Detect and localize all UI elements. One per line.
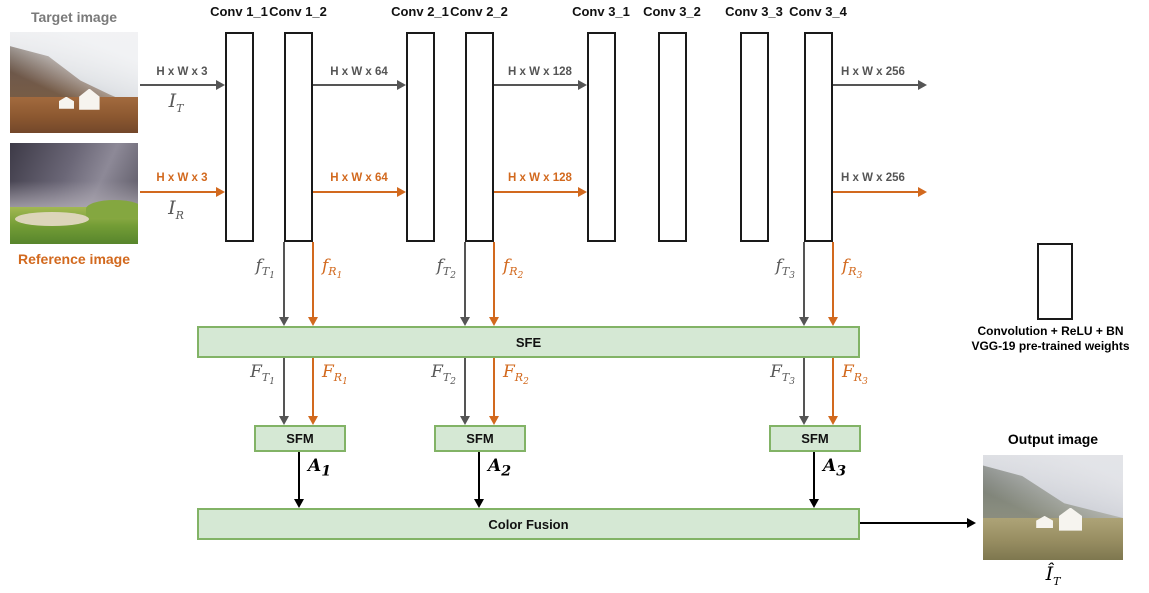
conv-3-1-box <box>587 32 616 242</box>
sfm-label-3: SFM <box>801 431 829 446</box>
arrow-A3-to-fusion <box>809 452 819 508</box>
feature-label-fT1: fT1 <box>255 256 275 282</box>
conv-2-1-label: Conv 2_1 <box>391 4 449 19</box>
sfm-block-3: SFM <box>769 425 861 452</box>
target-moorland <box>10 96 138 133</box>
sfm-label-2: SFM <box>466 431 494 446</box>
arrow-fR3-to-sfe <box>828 242 838 326</box>
target-image-photo <box>10 32 138 133</box>
arrow-FT3-to-sfm <box>799 358 809 425</box>
conv-3-3-label: Conv 3_3 <box>725 4 783 19</box>
target-small-cottage <box>58 96 74 109</box>
conv-1-2-label: Conv 1_2 <box>269 4 327 19</box>
attention-label-A2: A2 <box>488 456 512 480</box>
arrow-FR2-to-sfm <box>489 358 499 425</box>
color-fusion-block: Color Fusion <box>197 508 860 540</box>
feature-label-FT3: FT3 <box>770 362 795 388</box>
arrow-FR1-to-sfm <box>308 358 318 425</box>
feature-label-fT2: fT2 <box>436 256 456 282</box>
arrow-target-conv3-out <box>833 80 927 90</box>
feature-label-FR2: FR2 <box>503 362 529 388</box>
conv-2-2-label: Conv 2_2 <box>450 4 508 19</box>
arrow-FR3-to-sfm <box>828 358 838 425</box>
feature-label-FR1: FR1 <box>322 362 348 388</box>
arrow-FT2-to-sfm <box>460 358 470 425</box>
attention-label-A3: A3 <box>823 456 847 480</box>
output-image-photo <box>983 455 1123 560</box>
dim-target-hxwx3: H x W x 3 <box>156 66 208 78</box>
output-symbol-IThat: ÎT <box>1045 563 1061 588</box>
arrow-A1-to-fusion <box>294 452 304 508</box>
output-small-cottage <box>1036 515 1053 529</box>
legend-conv-box <box>1037 243 1073 320</box>
legend-line-1: Convolution + ReLU + BN <box>977 324 1124 338</box>
conv-3-3-box <box>740 32 769 242</box>
arrow-target-input <box>140 80 225 90</box>
arrow-fT3-to-sfe <box>799 242 809 326</box>
arrow-A2-to-fusion <box>474 452 484 508</box>
conv-1-2-box <box>284 32 313 242</box>
feature-label-fR1: fR1 <box>322 256 343 282</box>
arrow-fR1-to-sfe <box>308 242 318 326</box>
sfm-block-2: SFM <box>434 425 526 452</box>
reference-sand-patch <box>15 211 90 226</box>
conv-3-4-box <box>804 32 833 242</box>
target-white-cottage <box>79 88 100 110</box>
sfm-label-1: SFM <box>286 431 314 446</box>
arrow-reference-input <box>140 187 225 197</box>
feature-label-FT2: FT2 <box>431 362 456 388</box>
sfe-block: SFE <box>197 326 860 358</box>
dim-reference-hxwx3: H x W x 3 <box>156 172 208 184</box>
output-white-cottage <box>1058 507 1083 531</box>
dim-target-hxwx256: H x W x 256 <box>841 66 905 78</box>
legend-line-2: VGG-19 pre-trained weights <box>971 339 1130 353</box>
arrow-target-conv2-conv3 <box>494 80 587 90</box>
feature-label-FR3: FR3 <box>842 362 868 388</box>
attention-label-A1: A1 <box>308 456 332 480</box>
sfm-block-1: SFM <box>254 425 346 452</box>
arrow-reference-conv3-out <box>833 187 927 197</box>
feature-label-fR3: fR3 <box>842 256 863 282</box>
reference-symbol-IR: IR <box>168 197 184 222</box>
dim-reference-hxwx64: H x W x 64 <box>330 172 388 184</box>
conv-3-2-box <box>658 32 687 242</box>
arrow-target-conv1-conv2 <box>313 80 406 90</box>
conv-1-1-box <box>225 32 254 242</box>
arrow-FT1-to-sfm <box>279 358 289 425</box>
reference-green-mound <box>85 199 138 218</box>
arrow-fT1-to-sfe <box>279 242 289 326</box>
dim-reference-hxwx256: H x W x 256 <box>841 172 905 184</box>
arrow-fR2-to-sfe <box>489 242 499 326</box>
dim-target-hxwx128: H x W x 128 <box>508 66 572 78</box>
conv-3-1-label: Conv 3_1 <box>572 4 630 19</box>
conv-1-1-label: Conv 1_1 <box>210 4 268 19</box>
target-symbol-IT: IT <box>168 90 184 115</box>
output-moorland <box>983 518 1123 560</box>
sfe-label: SFE <box>515 334 542 350</box>
output-image-label: Output image <box>1007 431 1099 447</box>
arrow-fT2-to-sfe <box>460 242 470 326</box>
legend-text: Convolution + ReLU + BN VGG-19 pre-train… <box>952 324 1149 354</box>
color-fusion-label: Color Fusion <box>488 516 569 532</box>
feature-label-FT1: FT1 <box>250 362 275 388</box>
target-image-label: Target image <box>30 9 118 25</box>
arrow-reference-conv2-conv3 <box>494 187 587 197</box>
conv-2-2-box <box>465 32 494 242</box>
reference-image-label: Reference image <box>17 251 131 267</box>
feature-label-fR2: fR2 <box>503 256 524 282</box>
reference-image-photo <box>10 143 138 244</box>
arrow-reference-conv1-conv2 <box>313 187 406 197</box>
conv-2-1-box <box>406 32 435 242</box>
dim-reference-hxwx128: H x W x 128 <box>508 172 572 184</box>
dim-target-hxwx64: H x W x 64 <box>330 66 388 78</box>
conv-3-2-label: Conv 3_2 <box>643 4 701 19</box>
conv-3-4-label: Conv 3_4 <box>789 4 847 19</box>
arrow-fusion-to-output <box>860 518 976 528</box>
feature-label-fT3: fT3 <box>775 256 795 282</box>
